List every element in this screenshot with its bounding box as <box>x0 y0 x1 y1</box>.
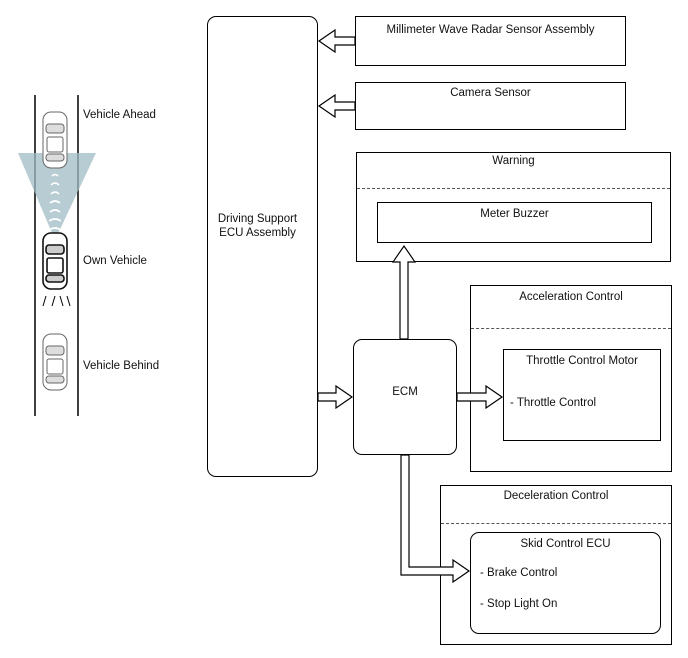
deceleration-divider <box>441 523 671 524</box>
radar-sensor-label: Millimeter Wave Radar Sensor Assembly <box>386 24 595 36</box>
radar-waves <box>48 173 62 231</box>
meter-buzzer-box <box>377 202 652 243</box>
vehicle-behind-label: Vehicle Behind <box>83 360 160 372</box>
stop-light-item: - Stop Light On <box>480 598 558 610</box>
camera-sensor-box <box>355 82 626 130</box>
vehicle-behind-car <box>42 333 68 391</box>
warning-label: Warning <box>492 155 535 167</box>
driving-support-ecu-box <box>207 16 318 477</box>
ecm-to-skid-arrow <box>400 454 471 584</box>
ecm-to-buzzer-arrow <box>391 244 417 340</box>
throttle-motor-label: Throttle Control Motor <box>526 355 638 367</box>
vehicle-ahead-label: Vehicle Ahead <box>83 109 156 121</box>
skid-control-ecu-box <box>470 532 661 634</box>
radar-to-ecu-arrow <box>317 28 356 54</box>
acceleration-control-label: Acceleration Control <box>519 291 623 303</box>
meter-buzzer-label: Meter Buzzer <box>480 208 549 220</box>
vehicle-ahead-car <box>42 111 68 169</box>
radar-sensor-box <box>355 16 626 66</box>
acceleration-divider <box>471 328 671 329</box>
skid-control-ecu-label: Skid Control ECU <box>520 538 611 550</box>
ecu-to-ecm-arrow <box>317 384 354 410</box>
driving-support-ecu-label-line2: ECU Assembly <box>219 227 296 239</box>
ecm-to-throttle-arrow <box>456 384 504 410</box>
deceleration-control-label: Deceleration Control <box>503 490 609 502</box>
brake-control-item: - Brake Control <box>480 567 558 579</box>
throttle-control-item: - Throttle Control <box>510 397 597 409</box>
throttle-motor-box <box>503 349 661 441</box>
warning-divider <box>357 188 670 189</box>
motion-lines <box>42 295 71 307</box>
driving-support-ecu-label-line1: Driving Support <box>217 213 298 225</box>
ecm-box <box>353 339 457 455</box>
camera-sensor-label: Camera Sensor <box>450 87 531 99</box>
camera-to-ecu-arrow <box>317 93 356 119</box>
detection-cone <box>18 153 96 240</box>
own-vehicle-label: Own Vehicle <box>83 255 147 267</box>
ecm-label: ECM <box>392 386 418 398</box>
own-vehicle-car <box>42 232 68 290</box>
